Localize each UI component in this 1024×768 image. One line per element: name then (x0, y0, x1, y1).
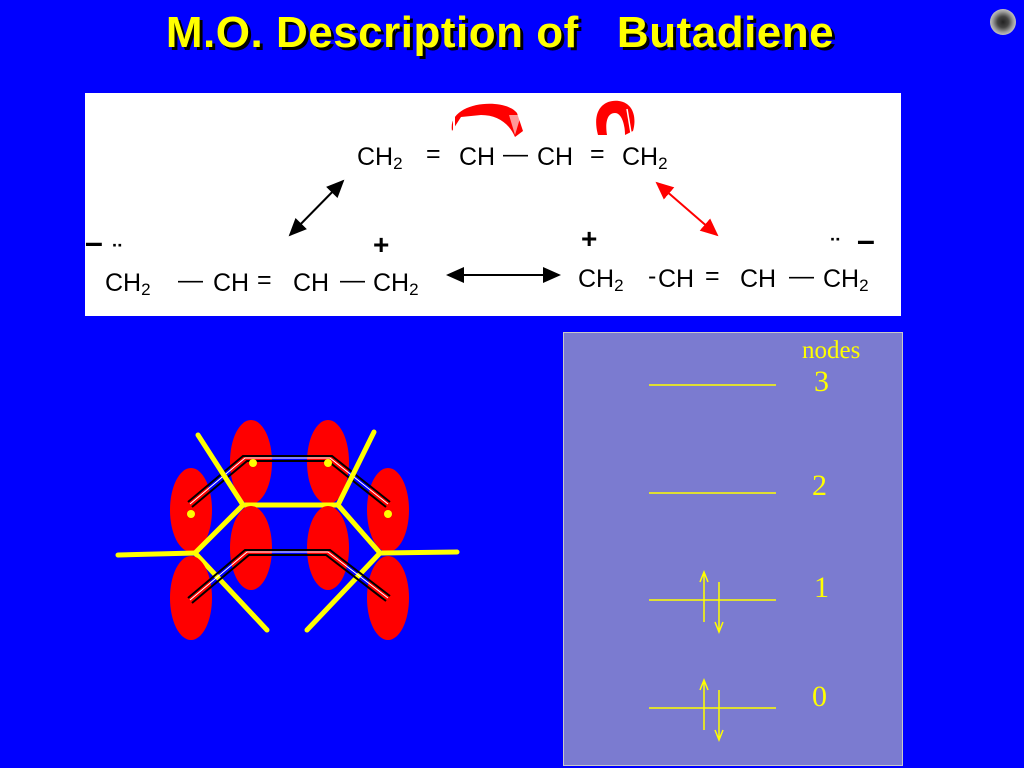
top-bond3: = (590, 140, 605, 168)
resonance-panel: CH2 = CH — CH = CH2 – ¨ + CH2 — CH = CH … (85, 93, 901, 316)
right-lone-pair: ¨ (831, 233, 840, 261)
electron-spin-up (699, 569, 709, 622)
right-plus-charge: + (581, 223, 598, 254)
pi-electrons (187, 459, 392, 518)
left-minus-charge: – (85, 224, 103, 260)
right-c4: CH2 (823, 265, 869, 295)
right-c1: CH2 (578, 265, 624, 295)
curved-arrow-2 (596, 100, 635, 135)
top-bond2: — (503, 140, 528, 168)
top-c2: CH (459, 143, 496, 171)
right-c3: CH (740, 265, 777, 293)
top-c4: CH2 (622, 143, 668, 173)
right-minus-charge: – (857, 222, 875, 258)
left-bond2: = (257, 266, 272, 294)
node-count-0: 0 (812, 680, 827, 713)
top-c1: CH2 (357, 143, 403, 173)
left-c2: CH (213, 269, 250, 297)
left-plus-charge: + (373, 229, 390, 260)
resonance-arrow-right (655, 181, 719, 237)
top-c3: CH (537, 143, 574, 171)
node-count-1: 1 (814, 571, 829, 604)
energy-levels (649, 384, 776, 743)
left-c1: CH2 (105, 269, 151, 299)
left-c3: CH (293, 269, 330, 297)
electron-dot (249, 459, 257, 467)
pi-overlap-bottom (187, 549, 391, 604)
orbital-lobe (230, 506, 272, 590)
top-bond1: = (426, 140, 441, 168)
right-bond3: — (789, 262, 814, 290)
node-count-3: 3 (814, 365, 829, 398)
slide-title: M.O. Description of Butadiene (165, 8, 835, 57)
left-bond3: — (340, 266, 365, 294)
left-c4: CH2 (373, 269, 419, 299)
p-orbital-diagram (115, 420, 460, 640)
pi-overlap-top (187, 455, 391, 508)
electron-spin-down (714, 690, 724, 743)
electron-dot (324, 459, 332, 467)
node-count-2: 2 (812, 469, 827, 502)
left-lone-pair: ¨ (113, 239, 122, 267)
orbital-lobe (307, 506, 349, 590)
orbital-lobe (170, 556, 212, 640)
nodes-heading: nodes (802, 337, 861, 364)
left-bond1: — (178, 266, 203, 294)
electron-spin-down (714, 582, 724, 635)
resonance-arrow-left (288, 179, 345, 237)
resonance-arrows (288, 100, 719, 283)
right-bond1: - (648, 262, 657, 290)
sigma-framework (115, 429, 460, 633)
electron-dot (187, 510, 195, 518)
nav-button[interactable] (990, 9, 1016, 35)
curved-arrow-1 (451, 103, 523, 137)
right-c2: CH (658, 265, 695, 293)
electron-spin-up (699, 677, 709, 730)
energy-level-panel: nodes 3 2 1 0 (563, 332, 903, 766)
electron-dot (384, 510, 392, 518)
right-bond2: = (705, 262, 720, 290)
